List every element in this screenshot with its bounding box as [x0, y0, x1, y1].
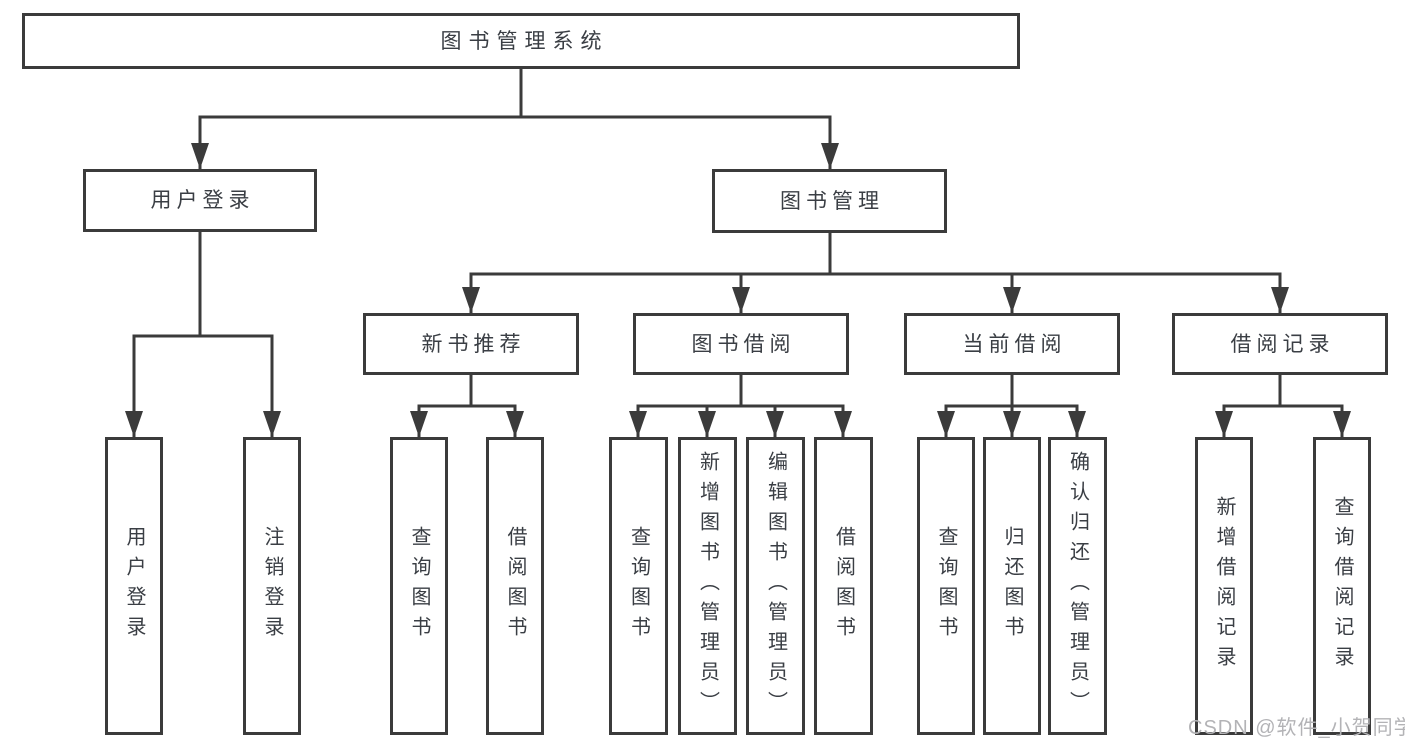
node-borrowing-records-label: 借阅记录: [1230, 332, 1335, 356]
node-new-book-recommendation-label: 新书推荐: [421, 332, 526, 356]
leaf-borrowing-query-books: 查询图书: [609, 437, 668, 735]
node-user-login-label: 用户登录: [150, 189, 255, 212]
node-borrowing-records: 借阅记录: [1172, 313, 1388, 375]
node-book-borrowing: 图书借阅: [633, 313, 849, 375]
leaf-borrowing-query-books-label: 查询图书: [627, 526, 650, 646]
node-new-book-recommendation: 新书推荐: [363, 313, 579, 375]
leaf-current-query-books: 查询图书: [917, 437, 975, 735]
leaf-current-query-books-label: 查询图书: [935, 526, 957, 646]
csdn-watermark: CSDN @软件_小贺同学: [1188, 717, 1405, 739]
node-library-management-system: 图书管理系统: [22, 13, 1020, 69]
leaf-borrowing-edit-books-admin: 编辑图书（管理员）: [746, 437, 805, 735]
node-user-login: 用户登录: [83, 169, 317, 232]
leaf-borrowing-edit-books-admin-label: 编辑图书（管理员）: [764, 451, 787, 721]
leaf-recommend-query-books: 查询图书: [390, 437, 448, 735]
leaf-borrowing-borrow-books-label: 借阅图书: [832, 526, 855, 646]
leaf-logout-login-label: 注销登录: [261, 526, 283, 646]
leaf-records-query-record: 查询借阅记录: [1313, 437, 1371, 735]
leaf-user-login-label: 用户登录: [123, 526, 145, 646]
leaf-recommend-query-books-label: 查询图书: [408, 526, 430, 646]
leaf-logout-login: 注销登录: [243, 437, 301, 735]
leaf-borrowing-borrow-books: 借阅图书: [814, 437, 873, 735]
leaf-recommend-borrow-books: 借阅图书: [486, 437, 544, 735]
node-current-borrowing-label: 当前借阅: [962, 332, 1067, 356]
leaf-records-add-record-label: 新增借阅记录: [1213, 496, 1235, 676]
leaf-current-return-books-label: 归还图书: [1001, 526, 1023, 646]
node-book-borrowing-label: 图书借阅: [691, 332, 796, 356]
leaf-borrowing-add-books-admin: 新增图书（管理员）: [678, 437, 737, 735]
leaf-records-query-record-label: 查询借阅记录: [1331, 496, 1353, 676]
leaf-current-return-books: 归还图书: [983, 437, 1041, 735]
leaf-recommend-borrow-books-label: 借阅图书: [504, 526, 526, 646]
leaf-user-login: 用户登录: [105, 437, 163, 735]
leaf-current-confirm-return-admin: 确认归还（管理员）: [1048, 437, 1107, 735]
node-book-management-label: 图书管理: [780, 189, 884, 213]
leaf-borrowing-add-books-admin-label: 新增图书（管理员）: [696, 451, 719, 721]
node-current-borrowing: 当前借阅: [904, 313, 1120, 375]
leaf-records-add-record: 新增借阅记录: [1195, 437, 1253, 735]
node-library-management-system-label: 图书管理系统: [440, 29, 609, 53]
node-book-management: 图书管理: [712, 169, 947, 233]
leaf-current-confirm-return-admin-label: 确认归还（管理员）: [1066, 451, 1089, 721]
